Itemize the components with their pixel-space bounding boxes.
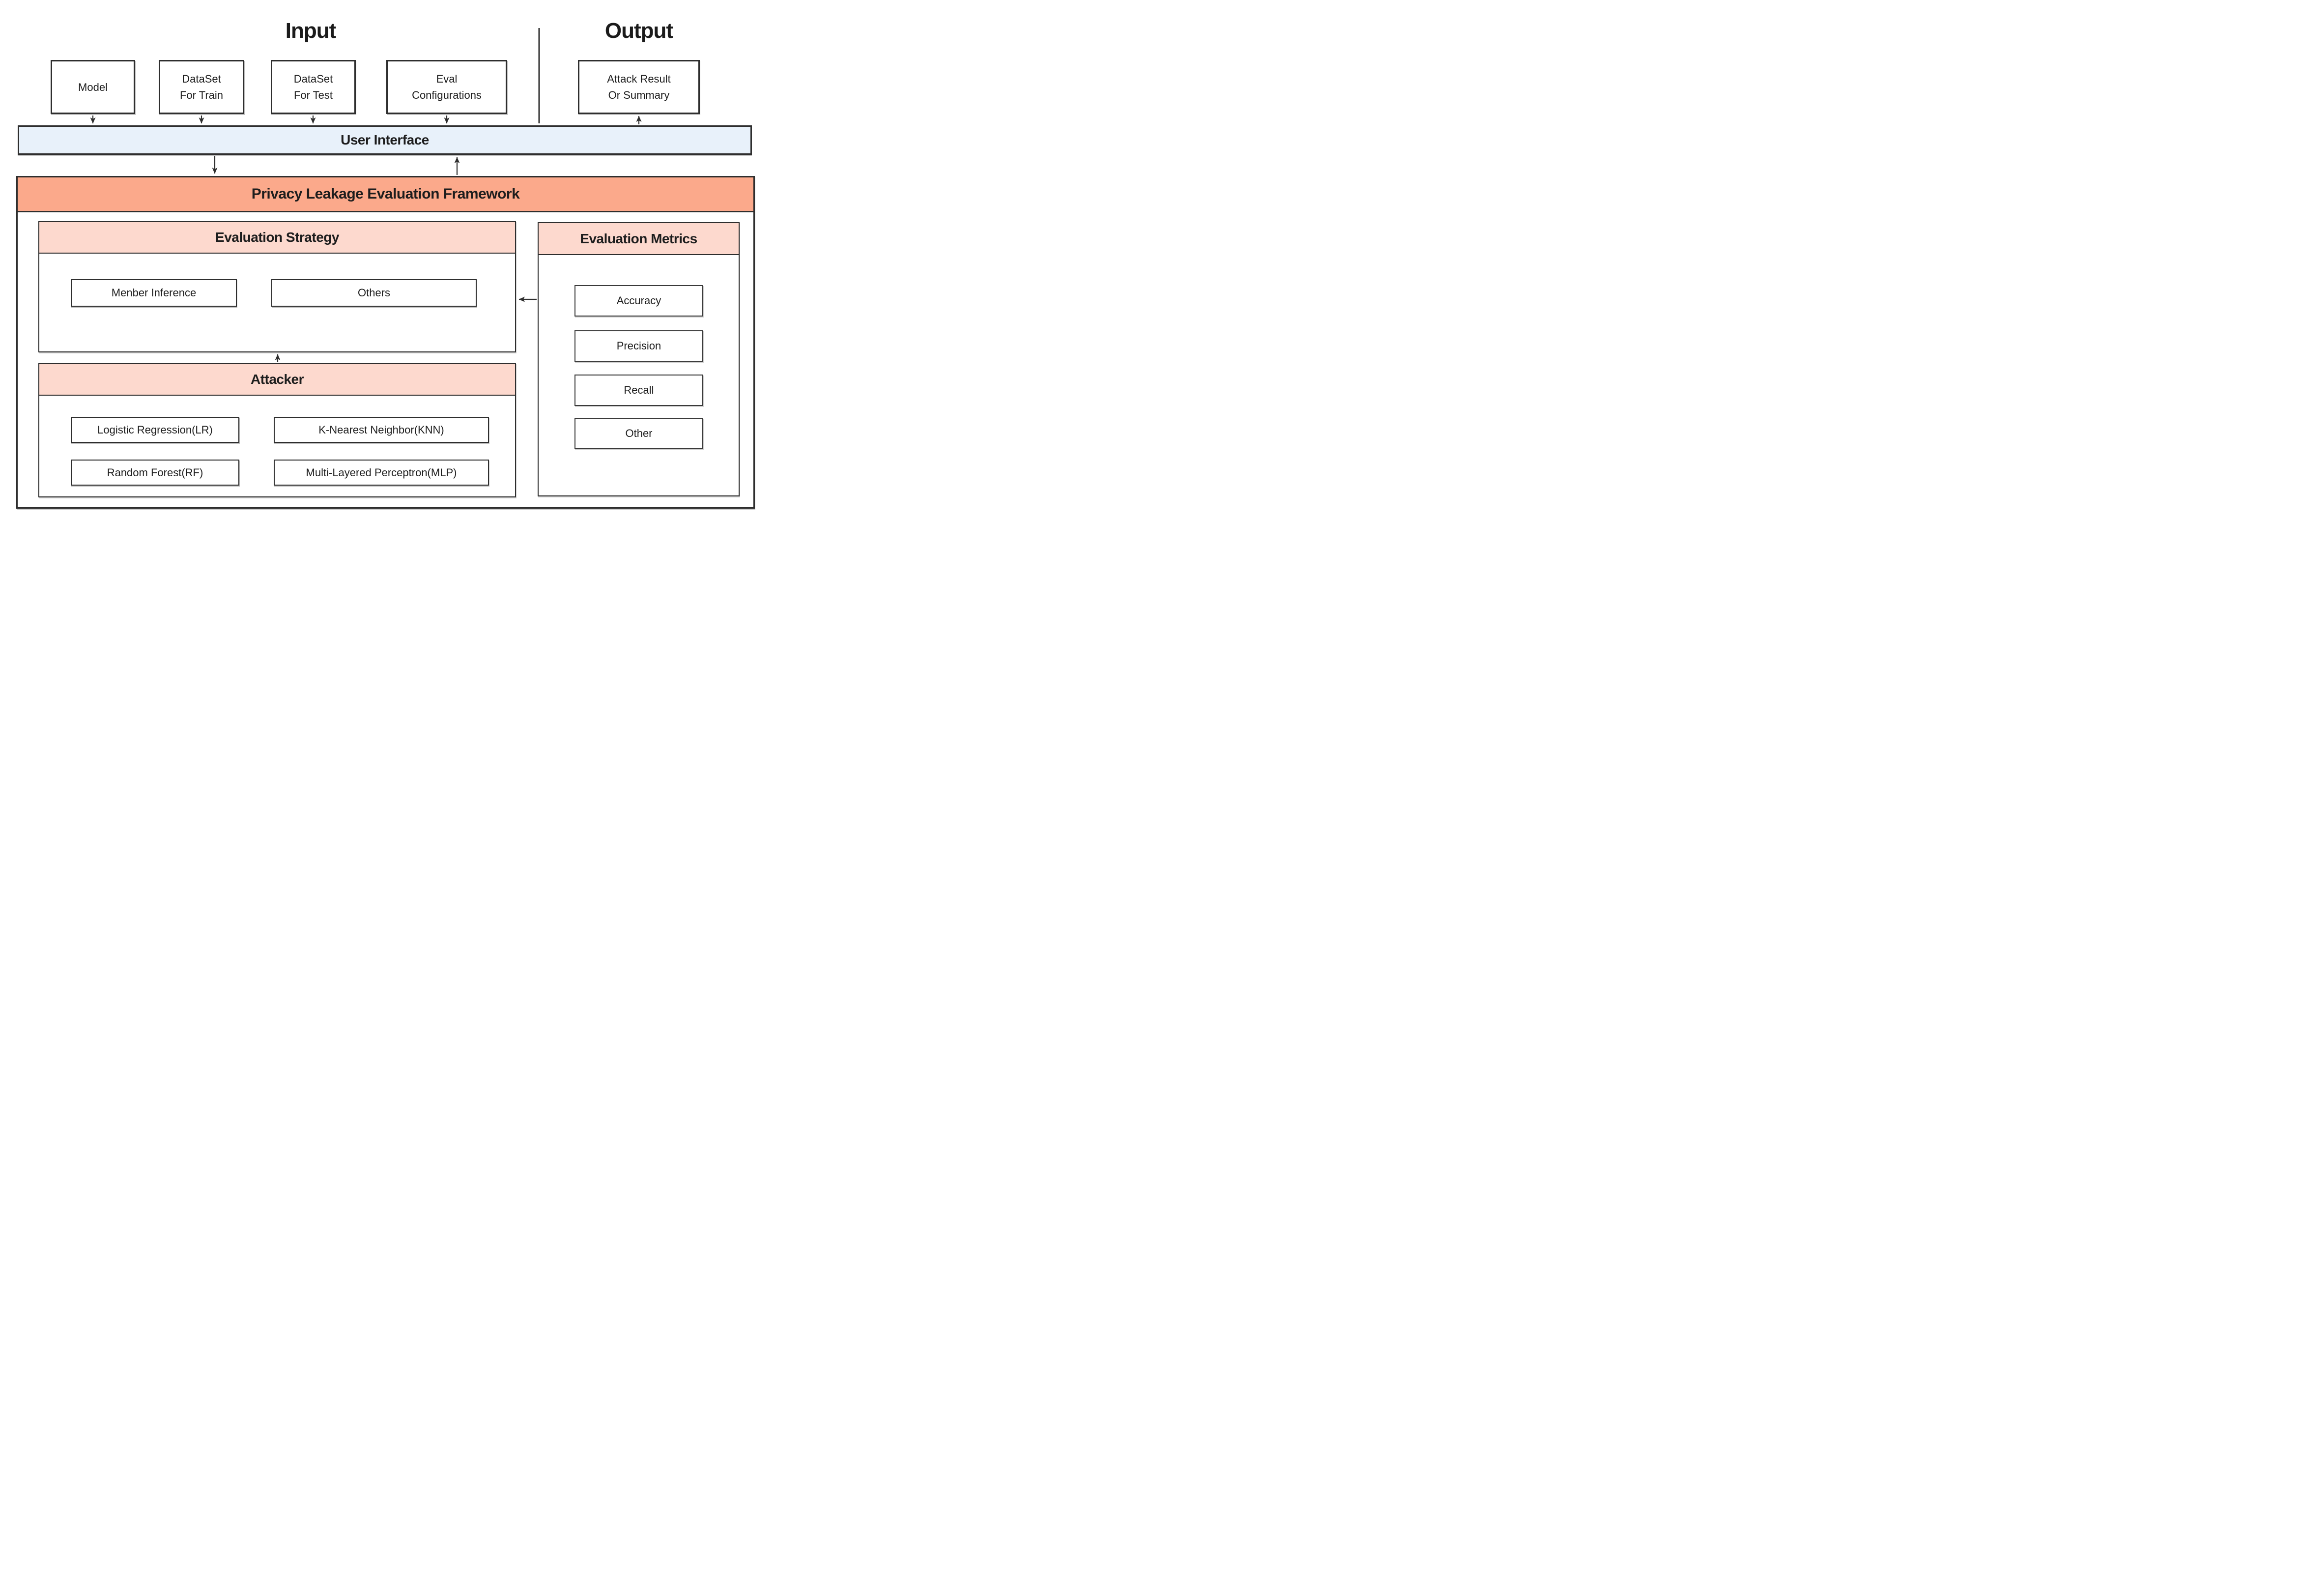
evaluation-metrics-title: Evaluation Metrics (580, 231, 697, 246)
input-section-title: Input (285, 19, 337, 43)
input-box-model: Model (51, 60, 135, 114)
metric-box-precision: Precision (574, 330, 703, 362)
attacker-title: Attacker (250, 372, 304, 387)
output-box-attack-result: Attack Result Or Summary (578, 60, 700, 114)
user-interface-bar: User Interface (18, 125, 752, 155)
strategy-box-member-inference: Menber Inference (71, 279, 237, 307)
attacker-box-logistic-regression: Logistic Regression(LR) (71, 417, 239, 443)
metric-box-other: Other (574, 418, 703, 449)
metric-box-recall: Recall (574, 375, 703, 406)
attacker-header: Attacker (39, 364, 515, 396)
input-box-dataset-train: DataSet For Train (159, 60, 244, 114)
evaluation-strategy-header: Evaluation Strategy (39, 222, 515, 254)
diagram-canvas: Input Output Model DataSet For Train Dat… (0, 0, 759, 519)
input-box-eval-configurations: Eval Configurations (386, 60, 507, 114)
attacker-box-mlp: Multi-Layered Perceptron(MLP) (274, 460, 489, 486)
metric-box-accuracy: Accuracy (574, 285, 703, 317)
attacker-box-random-forest: Random Forest(RF) (71, 460, 239, 486)
strategy-box-others: Others (271, 279, 477, 307)
framework-header: Privacy Leakage Evaluation Framework (18, 177, 753, 212)
output-section-title: Output (604, 19, 673, 43)
attacker-box-knn: K-Nearest Neighbor(KNN) (274, 417, 489, 443)
input-box-dataset-test: DataSet For Test (271, 60, 356, 114)
framework-title: Privacy Leakage Evaluation Framework (251, 186, 520, 202)
user-interface-label: User Interface (341, 132, 429, 147)
evaluation-metrics-header: Evaluation Metrics (539, 223, 739, 255)
evaluation-strategy-title: Evaluation Strategy (215, 230, 339, 245)
